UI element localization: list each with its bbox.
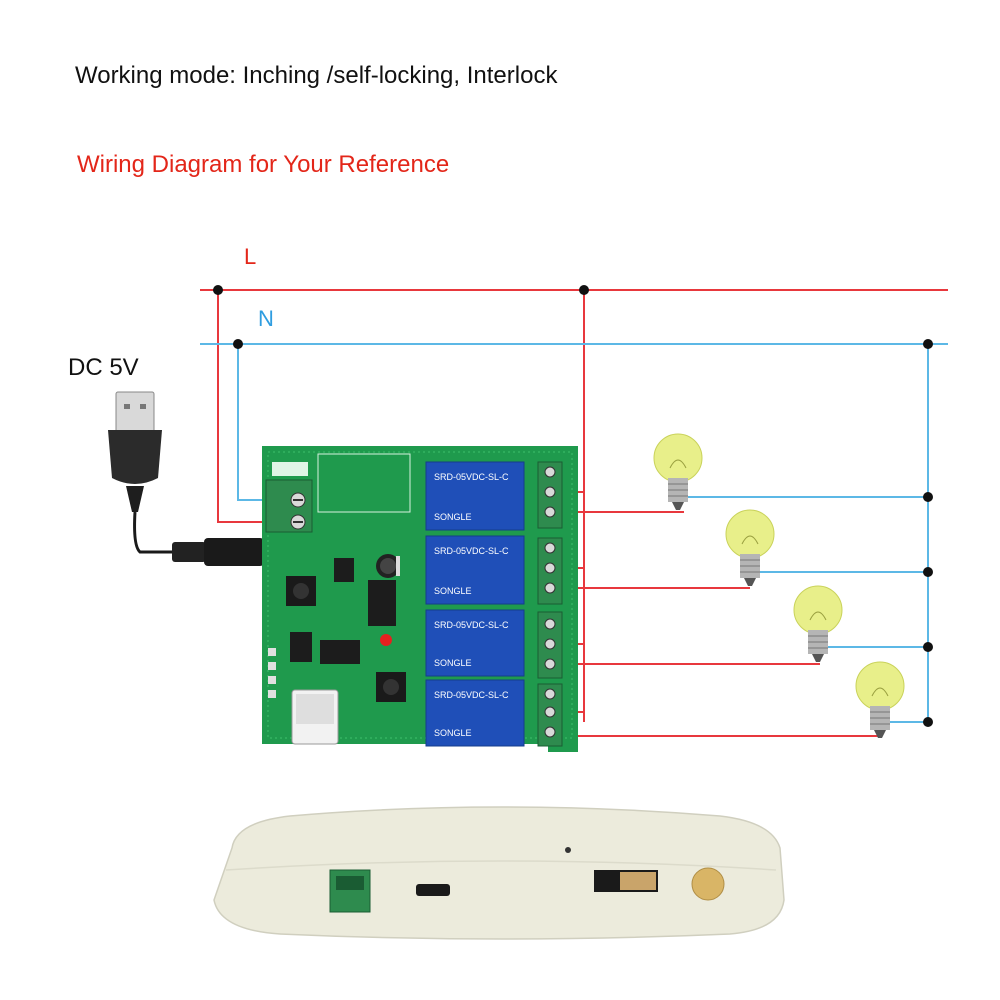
relay-2-model: SRD-05VDC-SL-C: [434, 546, 509, 556]
relay-3: SRD-05VDC-SL-C SONGLE: [425, 609, 525, 677]
power-terminal-block: [265, 479, 313, 533]
neutral-label: N: [258, 306, 274, 331]
working-mode-text: Working mode: Inching /self-locking, Int…: [75, 62, 558, 89]
relay-3-model: SRD-05VDC-SL-C: [434, 620, 509, 630]
relay-4-model: SRD-05VDC-SL-C: [434, 690, 509, 700]
relay-2-brand: SONGLE: [434, 586, 472, 596]
light-bulb-icon: [653, 433, 703, 510]
line-label: L: [244, 244, 257, 269]
pair-button: [376, 672, 406, 702]
neutral-wires: [200, 343, 948, 723]
status-led: [380, 634, 392, 646]
relay-2: SRD-05VDC-SL-C SONGLE: [425, 535, 525, 605]
relay-1: SRD-05VDC-SL-C SONGLE: [425, 461, 525, 531]
ic-chips: [290, 558, 396, 664]
relay-4: SRD-05VDC-SL-C SONGLE: [425, 679, 525, 747]
relay-4-brand: SONGLE: [434, 728, 472, 738]
device-enclosure: [213, 806, 785, 940]
micro-usb-port: [416, 884, 450, 896]
usb-plug-icon: [108, 391, 278, 566]
light-bulb-icon: [793, 585, 843, 662]
header-pins: [268, 648, 276, 698]
relay-1-brand: SONGLE: [434, 512, 472, 522]
reset-button: [286, 576, 316, 606]
enclosure-button-hole: [691, 867, 725, 901]
power-label: DC 5V: [68, 354, 139, 381]
enclosure-led-hole: [565, 847, 571, 853]
relay-board: SRD-05VDC-SL-C SONGLE SRD-05VDC-SL-C SON…: [262, 446, 578, 752]
wiring-reference-title: Wiring Diagram for Your Reference: [77, 151, 450, 178]
output-terminals: [537, 461, 563, 747]
light-bulb-icon: [855, 661, 905, 738]
relay-1-model: SRD-05VDC-SL-C: [434, 472, 509, 482]
light-bulb-icon: [725, 509, 775, 586]
relay-3-brand: SONGLE: [434, 658, 472, 668]
junction-dots: [213, 285, 933, 727]
wifi-module: [291, 689, 339, 745]
capacitor: [376, 554, 400, 578]
